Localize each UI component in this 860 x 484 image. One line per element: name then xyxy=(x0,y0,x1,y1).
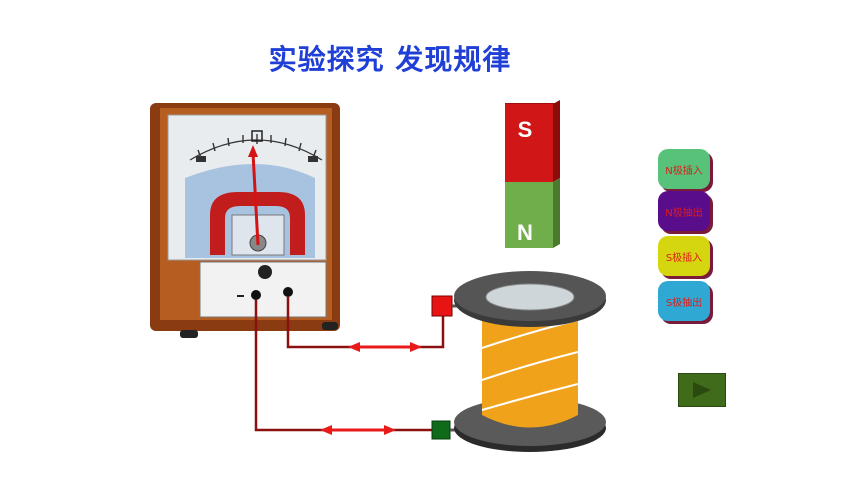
s-pole-withdraw-button[interactable]: S极抽出 xyxy=(658,281,710,321)
magnet-n-label: N xyxy=(517,220,533,245)
terminal-negative xyxy=(251,290,261,300)
current-arrows xyxy=(320,342,422,435)
coil-opening xyxy=(485,283,575,311)
bar-magnet[interactable] xyxy=(505,100,560,248)
play-button[interactable] xyxy=(678,373,726,407)
page-title: 实验探究 发现规律 xyxy=(268,43,512,76)
galvanometer xyxy=(150,103,340,338)
n-pole-insert-button[interactable]: N极插入 xyxy=(658,149,710,189)
horseshoe-magnet xyxy=(210,192,305,255)
magnet-s-pole xyxy=(505,104,553,182)
s-pole-insert-button[interactable]: S极插入 xyxy=(658,236,710,276)
coil-terminal-red xyxy=(431,295,453,317)
terminal-positive xyxy=(283,287,293,297)
n-pole-withdraw-button[interactable]: N极抽出 xyxy=(658,191,710,231)
play-triangle-icon xyxy=(693,382,711,398)
coil-terminal-green xyxy=(431,420,451,440)
coil-winding xyxy=(482,310,578,428)
coil xyxy=(454,271,606,452)
magnet-s-label: S xyxy=(517,117,533,142)
magnet-n-pole xyxy=(505,182,553,248)
galvanometer-needle xyxy=(251,152,260,246)
